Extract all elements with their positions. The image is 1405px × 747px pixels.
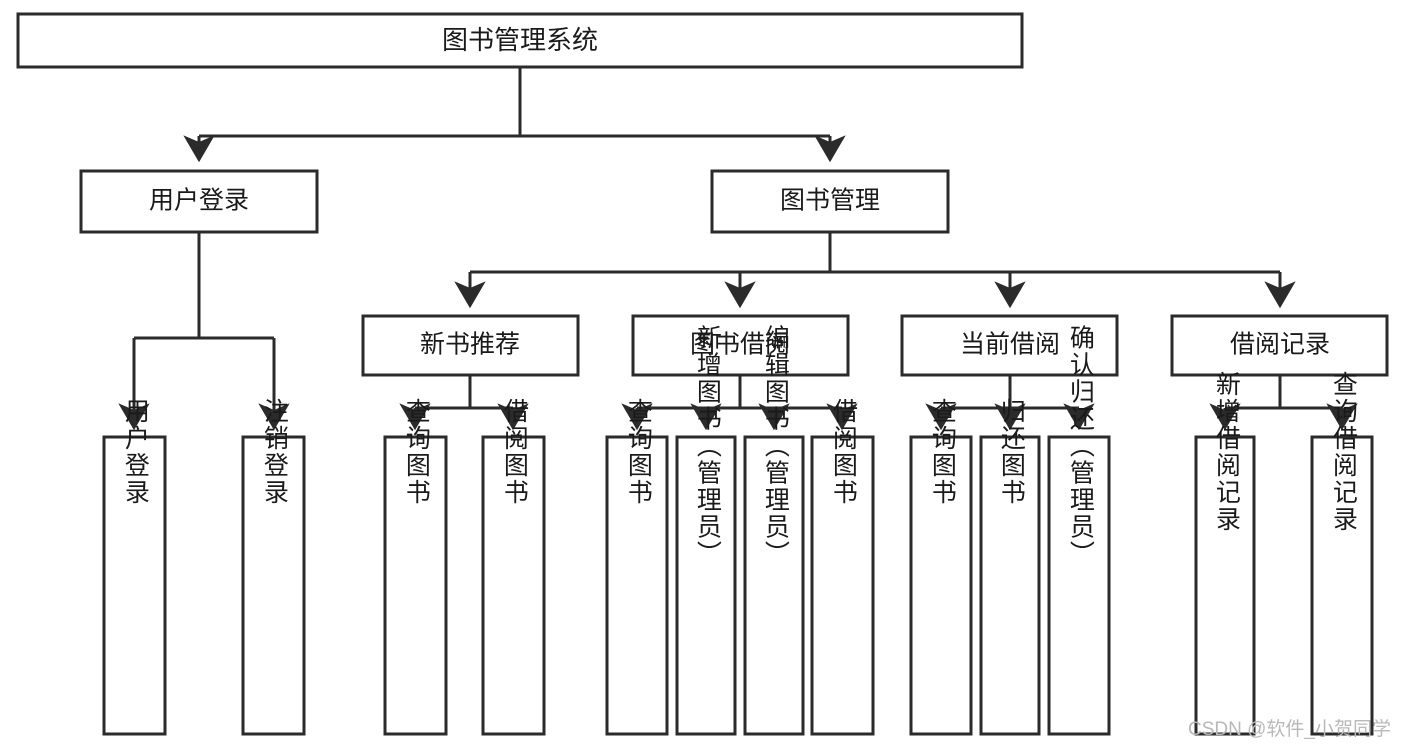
node-borrow-record-label: 借阅记录 (1230, 331, 1330, 359)
node-leaf-query-book-3-label: 查询图书 (928, 398, 957, 506)
node-user-login[interactable]: 用户登录 (79, 169, 319, 234)
node-leaf-return-book-box[interactable] (979, 435, 1041, 736)
node-leaf-return-book-label: 归还图书 (997, 398, 1026, 506)
node-leaf-logout-login[interactable] (241, 435, 306, 736)
node-leaf-add-record[interactable] (1194, 435, 1256, 736)
node-leaf-query-book-1-box[interactable] (383, 435, 448, 736)
node-borrow-record[interactable]: 借阅记录 (1170, 314, 1389, 377)
node-new-book-recommend-box[interactable] (361, 314, 580, 377)
node-book-manage[interactable]: 图书管理 (710, 169, 950, 234)
node-leaf-user-login-label: 用户登录 (121, 398, 150, 506)
node-leaf-add-book[interactable] (675, 435, 737, 736)
node-borrow-record-box[interactable] (1170, 314, 1389, 377)
node-leaf-user-login-box[interactable] (102, 435, 167, 736)
node-leaf-return-book[interactable] (979, 435, 1041, 736)
node-leaf-confirm-return-box[interactable] (1047, 435, 1111, 736)
node-leaf-query-book-2-box[interactable] (605, 435, 669, 736)
node-new-book-recommend-label: 新书推荐 (420, 331, 520, 359)
node-leaf-add-book-box[interactable] (675, 435, 737, 736)
node-book-borrow-box[interactable] (631, 314, 850, 377)
node-leaf-query-record[interactable] (1310, 435, 1374, 736)
node-new-book-recommend[interactable]: 新书推荐 (361, 314, 580, 377)
node-leaf-edit-book-label: 编辑图书（管理员） (761, 325, 790, 568)
node-book-manage-box[interactable] (710, 169, 950, 234)
node-leaf-query-record-label: 查询借阅记录 (1329, 371, 1358, 533)
node-root-label: 图书管理系统 (442, 25, 598, 55)
node-leaf-borrow-book-2-label: 借阅图书 (829, 398, 858, 506)
node-leaf-query-book-2[interactable] (605, 435, 669, 736)
node-leaf-add-record-label: 新增借阅记录 (1212, 371, 1241, 533)
node-book-manage-label: 图书管理 (780, 187, 880, 215)
node-leaf-add-record-box[interactable] (1194, 435, 1256, 736)
node-leaf-confirm-return-label: 确认归还（管理员） (1066, 325, 1095, 568)
node-leaf-edit-book[interactable] (743, 435, 805, 736)
node-leaf-query-book-2-label: 查询图书 (624, 398, 653, 506)
node-leaf-query-book-1-label: 查询图书 (402, 398, 431, 506)
connector-group (118, 67, 1358, 431)
node-user-login-label: 用户登录 (149, 187, 249, 215)
node-current-borrow-label: 当前借阅 (960, 331, 1060, 359)
csdn-watermark: CSDN @软件_小贺同学 (1188, 719, 1391, 740)
node-leaf-logout-login-label: 注销登录 (260, 398, 289, 506)
node-leaf-borrow-book-1[interactable] (481, 435, 546, 736)
node-leaf-query-book-1[interactable] (383, 435, 448, 736)
node-leaf-query-book-3[interactable] (909, 435, 973, 736)
node-root[interactable]: 图书管理系统 (16, 12, 1024, 69)
node-current-borrow[interactable]: 当前借阅 (900, 314, 1119, 377)
node-root-box[interactable] (16, 12, 1024, 69)
node-leaf-borrow-book-2[interactable] (810, 435, 875, 736)
node-leaf-user-login[interactable] (102, 435, 167, 736)
node-leaf-edit-book-box[interactable] (743, 435, 805, 736)
node-leaf-borrow-book-2-box[interactable] (810, 435, 875, 736)
node-leaf-query-record-box[interactable] (1310, 435, 1374, 736)
node-book-borrow[interactable]: 图书借阅 (631, 314, 850, 377)
node-leaf-logout-login-box[interactable] (241, 435, 306, 736)
node-leaf-query-book-3-box[interactable] (909, 435, 973, 736)
node-leaf-confirm-return[interactable] (1047, 435, 1111, 736)
node-user-login-box[interactable] (79, 169, 319, 234)
node-leaf-borrow-book-1-label: 借阅图书 (500, 398, 529, 506)
node-current-borrow-box[interactable] (900, 314, 1119, 377)
node-leaf-borrow-book-1-box[interactable] (481, 435, 546, 736)
node-book-borrow-label: 图书借阅 (690, 331, 790, 359)
node-leaf-add-book-label: 新增图书（管理员） (693, 325, 722, 568)
